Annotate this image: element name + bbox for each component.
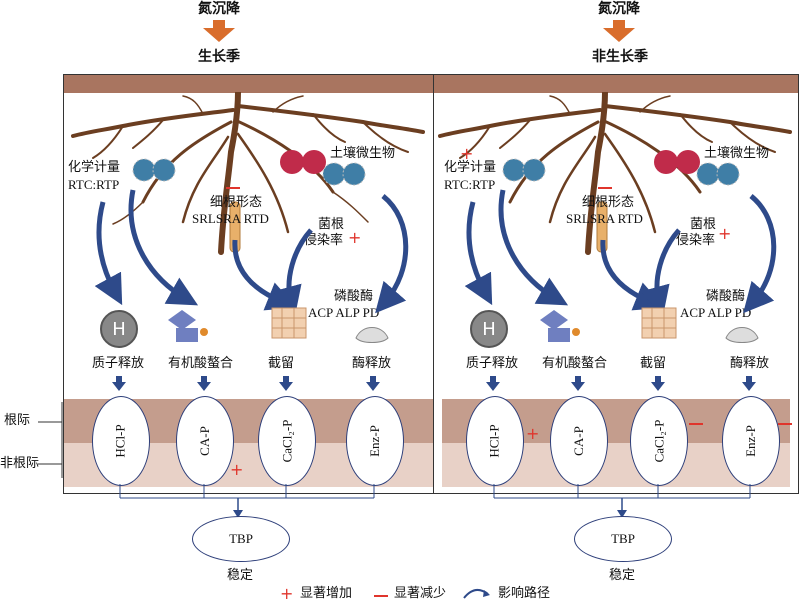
mycorrhiza-rate-label: 侵染率 (304, 233, 344, 248)
stoichiometry-ratio-label: RTC:RTP (68, 177, 120, 192)
enz-p-pool: Enz-P (722, 396, 780, 486)
organic-acid-chelation-label: 有机酸螯合 (542, 356, 608, 371)
non-rhizosphere-label: 非根际 (0, 456, 40, 471)
legend-path-arrow-icon (463, 588, 490, 599)
root-cell-icon (641, 307, 677, 339)
legend-decrease-label: 显著减少 (394, 586, 447, 601)
soil-microbe-icon (654, 150, 740, 186)
legend-increase-symbol: + (280, 584, 294, 603)
tbp-node-left: TBP (192, 516, 290, 562)
phosphatase-label: 磷酸酶 (706, 289, 746, 304)
legend-path-label: 影响路径 (498, 586, 551, 601)
stable-label-right: 稳定 (609, 568, 636, 583)
fine-root-params-label: SRLSRA RTD (566, 211, 643, 226)
interception-label: 截留 (640, 356, 667, 371)
enz-p-pool: Enz-P (346, 396, 404, 486)
phosphatase-params-label: ACP ALP PD (308, 305, 380, 320)
decrease-mark (689, 423, 703, 425)
stoichiometry-label: 化学计量 (444, 160, 497, 175)
zone-bracket (38, 402, 63, 478)
pool-connector (493, 484, 751, 518)
soil-surface-bar (434, 75, 798, 93)
bacteria-icon (502, 158, 546, 182)
fine-root-label: 细根形态 (210, 195, 263, 210)
cacl2-p-pool: CaCl₂-P (258, 396, 316, 486)
influence-path-arrows (464, 189, 777, 317)
ca-p-pool: CA-P (176, 396, 234, 486)
nitrogen-deposition-label-right: 氮沉降 (598, 1, 640, 17)
soil-microbe-icon (280, 150, 366, 186)
legend-increase-label: 显著增加 (300, 586, 353, 601)
pool-connector (119, 484, 375, 518)
organic-acid-icon (540, 310, 580, 342)
mycorrhiza-rate-label: 侵染率 (676, 233, 716, 248)
cacl2-p-pool: CaCl₂-P (630, 396, 688, 486)
stable-label-left: 稳定 (227, 568, 254, 583)
organic-acid-icon (168, 310, 208, 342)
legend-decrease-symbol (374, 595, 388, 597)
soil-surface-bar (64, 75, 434, 93)
increase-mark: + (526, 424, 540, 443)
hcl-p-pool: HCl-P (466, 396, 524, 486)
enzyme-icon (725, 327, 759, 343)
bacteria-icon (132, 158, 176, 182)
mycorrhiza-label: 菌根 (690, 217, 717, 232)
root-system-icon (438, 92, 792, 255)
down-arrow-icon (203, 20, 235, 42)
phosphatase-label: 磷酸酶 (334, 289, 374, 304)
decrease-mark (778, 423, 792, 425)
proton-h-icon: H (470, 310, 508, 348)
stoichiometry-ratio-label: RTC:RTP (444, 177, 496, 192)
proton-release-label: 质子释放 (466, 356, 519, 371)
proton-release-label: 质子释放 (92, 356, 145, 371)
season-label-left: 生长季 (198, 49, 240, 65)
stoichiometry-label: 化学计量 (68, 160, 121, 175)
enzyme-release-label: 酶释放 (730, 356, 770, 371)
enzyme-icon (355, 327, 389, 343)
influence-path-arrows (94, 189, 409, 317)
organic-acid-chelation-label: 有机酸螯合 (168, 356, 234, 371)
increase-mark: + (460, 144, 474, 163)
enzyme-release-label: 酶释放 (352, 356, 392, 371)
increase-mark: + (348, 228, 362, 247)
ca-p-pool: CA-P (550, 396, 608, 486)
tbp-node-right: TBP (574, 516, 672, 562)
rhizosphere-label: 根际 (4, 413, 31, 428)
season-label-right: 非生长季 (592, 49, 648, 65)
soil-microbe-label: 土壤微生物 (704, 146, 770, 161)
down-arrow-icon (603, 20, 635, 42)
proton-h-icon: H (100, 310, 138, 348)
interception-label: 截留 (268, 356, 295, 371)
root-cell-icon (271, 307, 307, 339)
mycorrhiza-label: 菌根 (318, 217, 345, 232)
decrease-mark (226, 187, 240, 189)
fine-root-label: 细根形态 (582, 195, 635, 210)
phosphatase-params-label: ACP ALP PD (680, 305, 752, 320)
increase-mark: + (230, 460, 244, 479)
hcl-p-pool: HCl-P (92, 396, 150, 486)
decrease-mark (598, 187, 612, 189)
fine-root-params-label: SRLSRA RTD (192, 211, 269, 226)
increase-mark: + (718, 224, 732, 243)
nitrogen-deposition-label-left: 氮沉降 (198, 1, 240, 17)
soil-microbe-label: 土壤微生物 (330, 146, 396, 161)
